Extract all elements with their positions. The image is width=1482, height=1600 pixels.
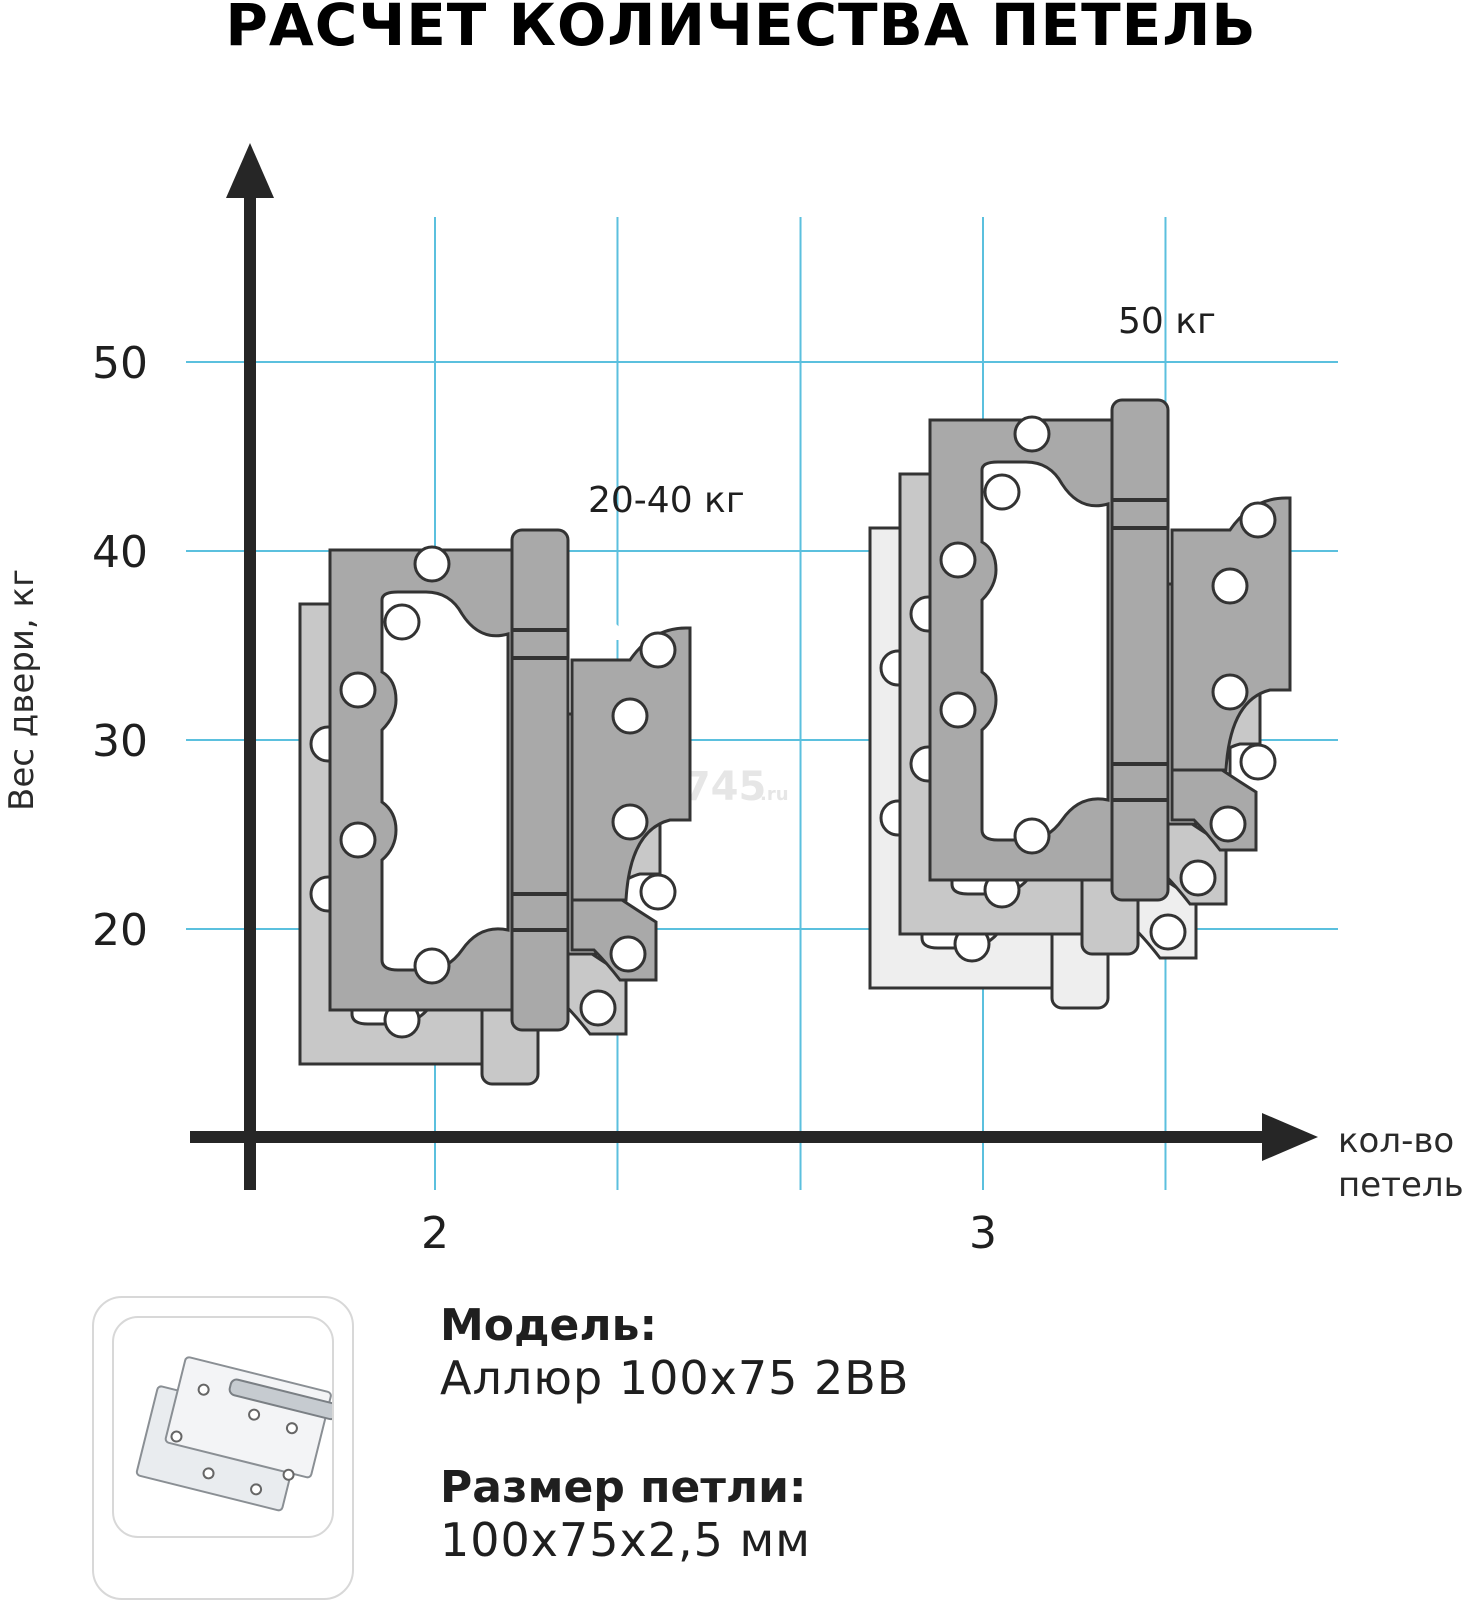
hinge-mark-2-1 bbox=[328, 528, 692, 1032]
door-hinge-icon bbox=[135, 1356, 332, 1512]
x-axis-arrow bbox=[1262, 1113, 1318, 1161]
size-value: 100х75х2,5 мм bbox=[440, 1513, 811, 1567]
weight-label-2-hinges: 20-40 кг bbox=[588, 480, 745, 521]
hinge-stack-2 bbox=[298, 528, 692, 1086]
y-tick-label-20: 20 bbox=[92, 905, 148, 956]
x-axis-label-line1: кол-во bbox=[1338, 1121, 1454, 1161]
hinge-marks bbox=[298, 398, 1292, 1086]
hinge-mark-3-2 bbox=[928, 398, 1292, 902]
product-thumbnail-frame bbox=[92, 1296, 354, 1600]
x-tick-label-3: 3 bbox=[969, 1208, 997, 1259]
tick-labels: 20 30 40 50 2 3 bbox=[92, 338, 997, 1259]
chart-title: РАСЧЕТ КОЛИЧЕСТВА ПЕТЕЛЬ bbox=[225, 0, 1256, 59]
size-section: Размер петли: 100х75х2,5 мм bbox=[440, 1462, 811, 1567]
hinge-stack-3 bbox=[868, 398, 1292, 1010]
x-axis-label-line2: петель bbox=[1338, 1165, 1464, 1205]
axes bbox=[190, 143, 1318, 1190]
y-tick-label-40: 40 bbox=[92, 527, 148, 578]
y-tick-label-30: 30 bbox=[92, 716, 148, 767]
model-label: Модель: bbox=[440, 1300, 658, 1351]
y-axis-arrow bbox=[226, 143, 274, 198]
watermark-suffix: .ru bbox=[760, 784, 789, 805]
y-tick-label-50: 50 bbox=[92, 338, 148, 389]
x-tick-label-2: 2 bbox=[421, 1208, 449, 1259]
y-axis-label: Вес двери, кг bbox=[2, 569, 42, 811]
product-thumbnail bbox=[112, 1316, 334, 1538]
weight-label-3-hinges: 50 кг bbox=[1118, 301, 1216, 342]
model-section: Модель: Аллюр 100х75 2ВВ bbox=[440, 1300, 909, 1405]
size-label: Размер петли: bbox=[440, 1462, 807, 1513]
annotations: 20-40 кг 50 кг bbox=[588, 301, 1216, 521]
model-value: Аллюр 100х75 2ВВ bbox=[440, 1351, 910, 1405]
